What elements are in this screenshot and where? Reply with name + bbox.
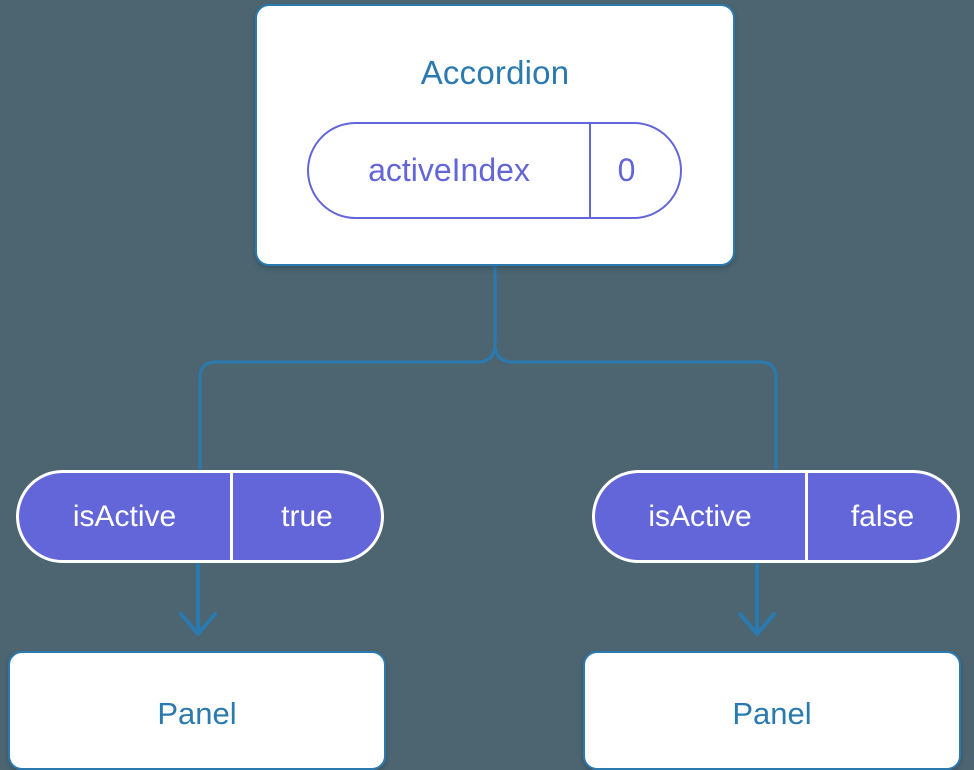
component-card-panel-left[interactable]: Panel xyxy=(8,651,386,770)
prop-chip-value: false xyxy=(850,499,915,533)
prop-chip-key: isActive xyxy=(595,473,808,560)
state-pill-active-index[interactable]: activeIndex 0 xyxy=(307,122,682,219)
right-arrow xyxy=(738,563,776,636)
component-title-panel-right: Panel xyxy=(732,696,812,731)
state-pill-key: activeIndex xyxy=(309,124,591,217)
component-card-panel-right[interactable]: Panel xyxy=(583,651,961,770)
prop-chip-key: isActive xyxy=(19,473,233,560)
prop-chip-value: true xyxy=(281,499,333,533)
left-arrow xyxy=(179,563,217,636)
component-title-accordion: Accordion xyxy=(420,54,570,91)
trunk-connector-right xyxy=(493,342,778,472)
component-title-panel-left: Panel xyxy=(157,696,237,731)
prop-chip-is-active-true[interactable]: isActive true xyxy=(16,470,384,563)
trunk-connector xyxy=(198,264,497,472)
state-pill-value: 0 xyxy=(617,152,636,188)
prop-chip-is-active-false[interactable]: isActive false xyxy=(592,470,960,563)
